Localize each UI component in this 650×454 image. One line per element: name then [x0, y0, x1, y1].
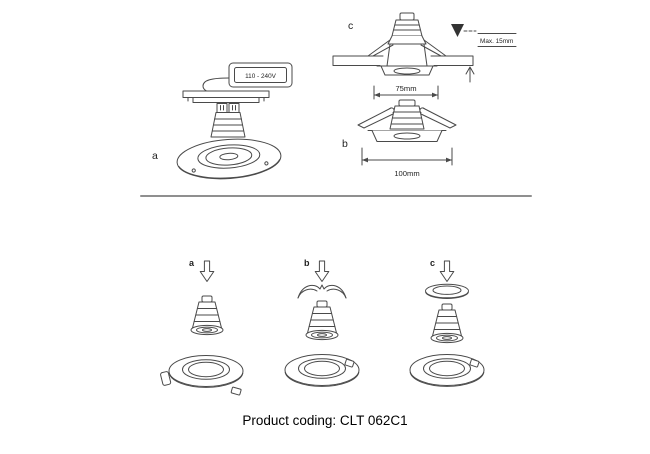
step-b-label: b — [304, 258, 310, 268]
installation-steps: a b — [160, 258, 485, 396]
step-a-label: a — [189, 258, 195, 268]
installation-step-c: c — [409, 258, 485, 387]
gu10-lamp — [430, 303, 464, 344]
overall-width-label: 100mm — [394, 169, 419, 178]
step-b-trim-ring — [284, 354, 360, 387]
fixture-with-springs — [357, 99, 457, 142]
step-c-trim-ring — [409, 354, 485, 387]
driver-box: 110 - 240V — [228, 62, 293, 88]
mounting-bracket — [182, 90, 270, 103]
diagram-b-dimensions: b 75mm — [342, 84, 457, 178]
step-a-trim-ring — [160, 355, 244, 396]
diagram-a-label: a — [152, 150, 158, 162]
step-c-label: c — [430, 258, 435, 268]
fixing-ring — [425, 283, 469, 299]
gu10-lamp — [305, 300, 339, 341]
fixture-above-ceiling — [367, 12, 447, 67]
terminal-blocks — [216, 103, 240, 113]
max-depth-callout: Max. 15mm — [477, 33, 517, 47]
diagram-b-label: b — [342, 138, 348, 150]
lamp-body — [210, 112, 246, 138]
insert-arrow-icon — [314, 260, 330, 282]
product-coding: Product coding: CLT 062C1 — [242, 413, 407, 428]
cutout-width-label: 75mm — [395, 84, 416, 93]
retaining-spring — [297, 284, 347, 299]
insert-arrow-icon — [199, 260, 215, 282]
depth-marker-triangle — [451, 24, 464, 37]
voltage-label: 110 - 240V — [245, 73, 277, 80]
installation-step-a: a — [160, 258, 244, 396]
cutout-dimension-75mm: 75mm — [373, 84, 439, 100]
trim-below-ceiling — [376, 65, 438, 76]
installation-step-b: b — [284, 258, 360, 387]
gu10-lamp — [190, 295, 224, 336]
trim-ring-perspective — [176, 138, 282, 180]
diagram-c-cross-section: c — [332, 12, 517, 83]
ceiling-thickness-arrow — [465, 66, 475, 83]
insert-arrow-icon — [439, 260, 455, 282]
diagram-a-mounted-fixture: a 110 - 240V — [152, 62, 293, 180]
overall-dimension-100mm: 100mm — [361, 147, 453, 178]
max-depth-label: Max. 15mm — [480, 38, 513, 45]
diagram-c-label: c — [348, 20, 353, 32]
ceiling-slab — [332, 55, 474, 66]
